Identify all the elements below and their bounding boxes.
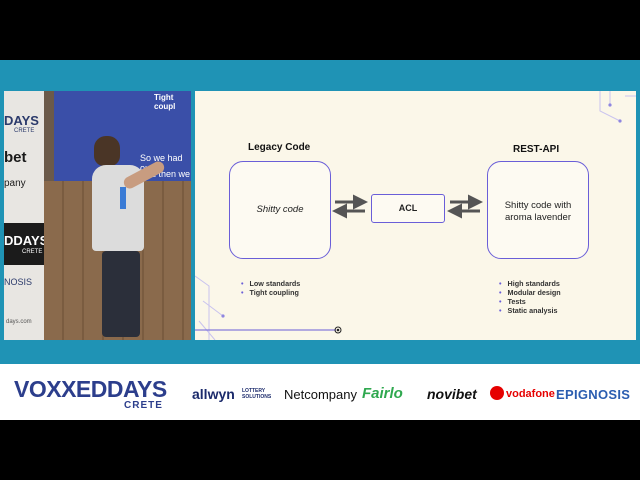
letterbox-bottom <box>0 420 640 480</box>
rest-api-box: Shitty code with aroma lavender <box>487 161 589 259</box>
rest-api-bullet-1: High standards <box>499 279 561 288</box>
vodafone-logo: vodafone <box>506 388 555 400</box>
banner-text-5: NOSIS <box>4 277 33 287</box>
banner-text-4: pany <box>4 178 26 189</box>
podium-sign-text: DDAYS <box>4 233 49 248</box>
speaker-legs <box>102 251 140 337</box>
speaker-camera-view: Tight coupl So we had our And then we h … <box>4 91 191 340</box>
legacy-code-box-text: Shitty code <box>256 204 304 215</box>
legacy-bullets: Low standards Tight coupling <box>241 279 301 297</box>
legacy-code-box: Shitty code <box>229 161 331 259</box>
circuit-decoration-icon <box>195 91 636 340</box>
legacy-bullet-2: Tight coupling <box>241 288 300 297</box>
rest-api-bullet-3: Tests <box>499 297 561 306</box>
epignosis-logo: EPIGNOSIS <box>556 387 631 402</box>
letterbox-top <box>0 0 640 60</box>
banner-text-3: bet <box>4 149 27 166</box>
allwyn-logo: allwyn <box>192 386 235 402</box>
banner-text-2: CRETE <box>14 128 35 134</box>
allwyn-sub-logo: LOTTERY SOLUTIONS <box>242 388 272 400</box>
voxxed-days-logo: VOXXEDDAYS <box>14 376 167 402</box>
novibet-logo: novibet <box>427 386 477 402</box>
podium-sign: DDAYS CRETE <box>4 223 48 265</box>
rest-api-title: REST-API <box>513 144 560 155</box>
acl-box: ACL <box>371 194 445 223</box>
rest-api-box-line2: aroma lavender <box>504 212 571 223</box>
acl-label: ACL <box>398 203 418 213</box>
legacy-bullet-1: Low standards <box>241 279 301 288</box>
speaker-head <box>94 136 120 166</box>
banner-text-1: DAYS <box>4 113 39 128</box>
voxxed-days-crete-label: CRETE <box>124 400 163 411</box>
screen-text-1: Tight coupl <box>154 93 176 111</box>
legacy-code-title: Legacy Code <box>248 142 311 153</box>
presentation-slide: Legacy Code Shitty code REST-API Shitty … <box>195 91 636 340</box>
vodafone-icon <box>490 386 504 400</box>
podium-sign-sub: CRETE <box>22 249 43 255</box>
rest-api-bullets: High standards Modular design Tests Stat… <box>499 279 561 315</box>
rest-api-bullet-2: Modular design <box>499 288 561 297</box>
arrows-icon <box>332 194 483 219</box>
event-banner: DAYS CRETE bet pany DDAYS CRETE NOSIS da… <box>4 91 48 340</box>
rest-api-bullet-4: Static analysis <box>499 306 561 315</box>
fairlo-logo: Fairlo <box>362 385 403 402</box>
rest-api-box-line1: Shitty code with <box>504 200 572 211</box>
banner-text-6: days.com <box>6 319 32 325</box>
sponsor-bar: VOXXEDDAYS CRETE allwyn LOTTERY SOLUTION… <box>0 364 640 420</box>
lanyard <box>120 187 126 209</box>
netcompany-logo: Netcompany <box>284 387 357 402</box>
